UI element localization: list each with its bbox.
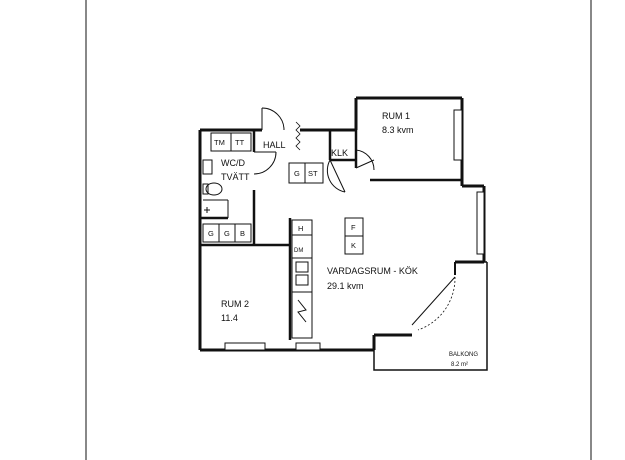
room-area-rum1: 8.3 kvm bbox=[382, 125, 414, 135]
wc-fixtures bbox=[202, 132, 252, 218]
room-area-vardagsrum: 29.1 kvm bbox=[327, 281, 364, 291]
room-name-balkong: BALKONG bbox=[449, 352, 478, 358]
fixture-g-hall: G bbox=[294, 169, 300, 178]
fixture-g-1: G bbox=[208, 229, 214, 238]
hall-threshold-mark bbox=[295, 121, 301, 151]
fixture-g-2: G bbox=[224, 229, 230, 238]
hall-storage bbox=[288, 162, 324, 184]
kitchen-counter bbox=[291, 219, 313, 339]
room-name-wc: WC/D bbox=[221, 158, 245, 168]
fixture-st: ST bbox=[308, 169, 318, 178]
room-area-rum2: 11.4 bbox=[221, 313, 238, 323]
interior-walls bbox=[200, 130, 462, 340]
fixture-h: H bbox=[298, 224, 303, 233]
room-name-vardagsrum: VARDAGSRUM - KÖK bbox=[327, 266, 418, 276]
room-area-balkong: 8.2 m² bbox=[451, 362, 468, 368]
fixture-tm: TM bbox=[214, 138, 225, 147]
fixture-dm: DM bbox=[294, 248, 303, 254]
balcony-outline bbox=[373, 261, 488, 371]
room-name-klk: KLK bbox=[331, 148, 348, 158]
room-name-rum1: RUM 1 bbox=[382, 111, 410, 121]
doors bbox=[253, 107, 375, 193]
room-name-rum2: RUM 2 bbox=[221, 299, 249, 309]
fridge-freezer bbox=[344, 217, 364, 255]
fixture-f: F bbox=[351, 223, 356, 232]
storage-row bbox=[202, 223, 252, 243]
windows bbox=[224, 109, 485, 351]
fixture-b: B bbox=[240, 229, 245, 238]
fixture-tt: TT bbox=[235, 138, 245, 147]
room-name-hall: HALL bbox=[263, 140, 286, 150]
room-sub-wc: TVÄTT bbox=[221, 172, 250, 182]
fixture-k: K bbox=[351, 241, 356, 250]
